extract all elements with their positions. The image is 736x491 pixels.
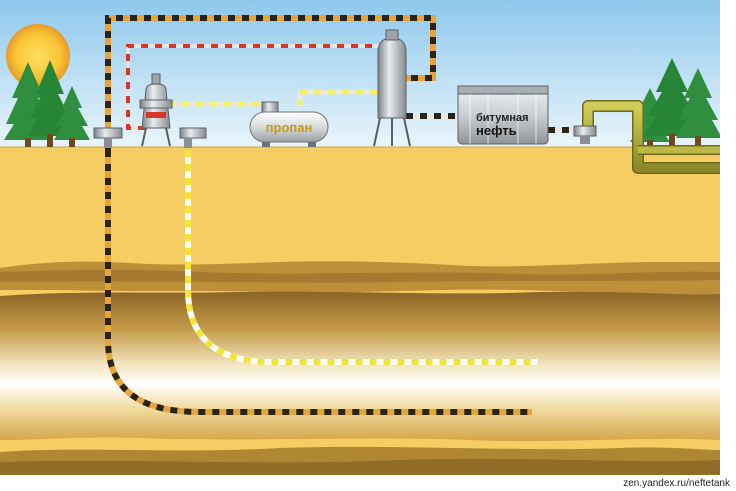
production-well (105, 150, 532, 415)
bottom-strip (0, 475, 736, 491)
injection-well (185, 150, 538, 365)
sky (0, 0, 720, 148)
wellhead-production (93, 127, 123, 148)
sun-icon (6, 24, 70, 88)
wellhead-injection (179, 127, 207, 148)
soil-layer-upper-shade (0, 269, 720, 283)
storage-tank-icon: битумная нефть (457, 85, 549, 145)
frame-edge (720, 0, 736, 491)
pipe-propane-to-separator (297, 89, 378, 106)
oil-sand-reservoir (0, 291, 720, 442)
soil-layer-lower-shade (0, 458, 720, 475)
source-credit: zen.yandex.ru/neftetank (623, 478, 730, 489)
propane-label: пропан (266, 120, 313, 135)
tree-icon (676, 68, 722, 147)
pump-icon (573, 125, 597, 144)
pipe-vapor-return (126, 44, 386, 130)
separator-vessel-icon (373, 29, 411, 147)
steam-generator-icon (139, 73, 173, 147)
bitumen-label-line2: нефть (476, 123, 517, 138)
bitumen-label-line1: битумная (476, 112, 529, 124)
propane-tank-icon: пропан (249, 101, 329, 147)
pipe-steam-loop (105, 15, 436, 150)
export-pipeline (582, 100, 720, 174)
tree-icon (54, 86, 90, 147)
